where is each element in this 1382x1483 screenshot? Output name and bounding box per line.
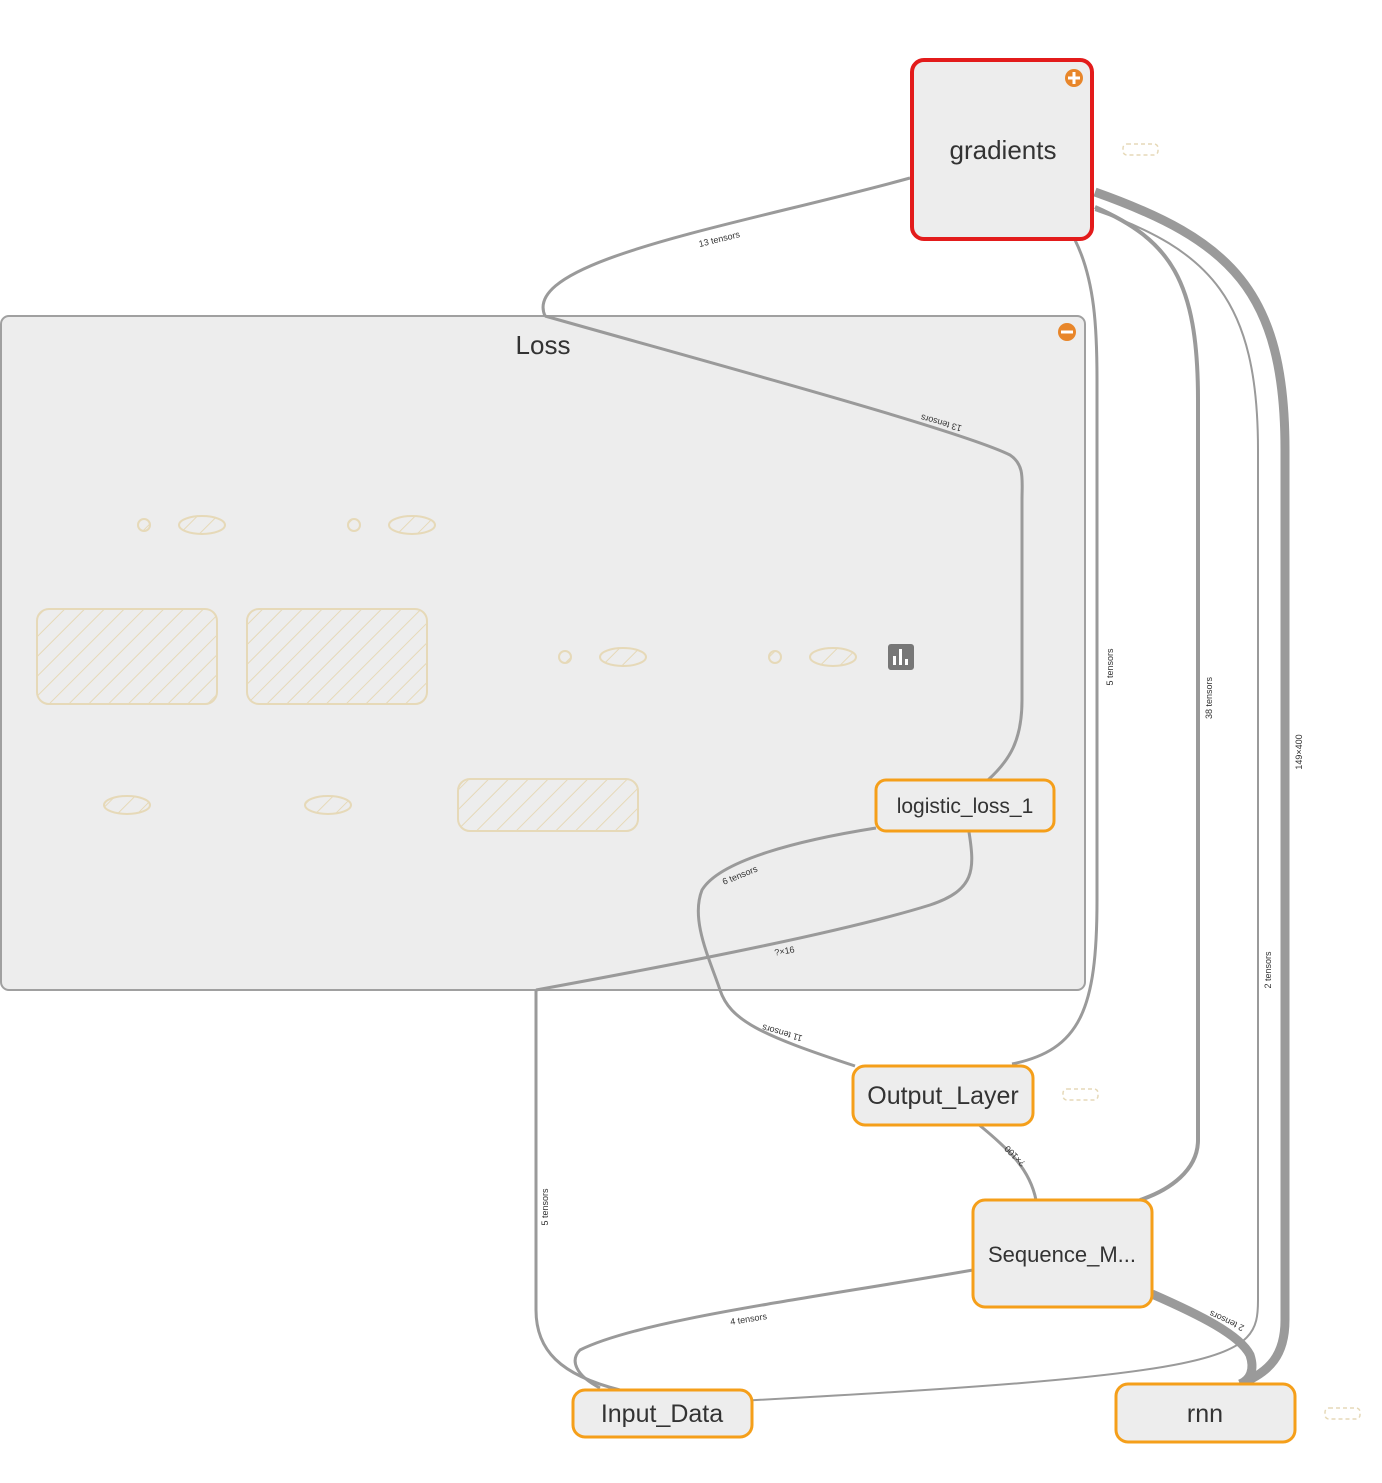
rnn-series-indicator — [1324, 1407, 1361, 1420]
gradients-series-indicator — [1122, 143, 1159, 156]
output-series-indicator — [1062, 1088, 1099, 1101]
edge-sequence-rnn — [1150, 1289, 1257, 1389]
sequence-model-label: Sequence_M... — [988, 1242, 1136, 1267]
edge-gradients-rnn-thick — [1093, 187, 1290, 1389]
op-node — [304, 795, 352, 815]
subgroup-node — [36, 608, 218, 705]
op-node — [103, 795, 151, 815]
edge-label: ?×16 — [774, 944, 796, 957]
const-node — [768, 650, 782, 664]
sequence-model-node[interactable]: Sequence_M... — [971, 1198, 1154, 1309]
loss-internal-nodes — [36, 515, 857, 832]
gradients-node[interactable]: gradients — [910, 58, 1094, 241]
subgroup-node — [246, 608, 428, 705]
edge-label: 149×400 — [1294, 734, 1304, 769]
plus-circle-icon[interactable] — [1065, 69, 1083, 87]
edges — [534, 176, 1290, 1404]
output-layer-node[interactable]: Output_Layer — [851, 1064, 1035, 1127]
loss-group-title: Loss — [516, 330, 571, 360]
output-layer-label: Output_Layer — [867, 1082, 1019, 1110]
const-node — [347, 518, 361, 532]
input-data-label: Input_Data — [601, 1400, 723, 1428]
const-node — [137, 518, 151, 532]
rnn-node[interactable]: rnn — [1114, 1382, 1297, 1444]
edge-sequence-input — [573, 1268, 974, 1390]
edge-loss-logistic — [544, 314, 1024, 782]
edge-label: 38 tensors — [1204, 676, 1214, 719]
op-node — [388, 515, 436, 535]
edge-gradients-rnn-thin — [699, 209, 1259, 1404]
loss-group[interactable]: Loss — [0, 315, 1086, 991]
edge-label: 5 tensors — [540, 1188, 550, 1226]
logistic-loss-label: logistic_loss_1 — [897, 795, 1034, 818]
const-node — [558, 650, 572, 664]
edge-gradients-loss — [541, 176, 911, 317]
edge-label: 5 tensors — [1105, 648, 1115, 686]
op-node — [809, 647, 857, 667]
op-node — [599, 647, 647, 667]
edge-logistic-output — [696, 826, 877, 1068]
edge-label: 2 tensors — [1263, 951, 1273, 989]
subgroup-node — [457, 778, 639, 832]
gradients-label: gradients — [950, 135, 1057, 165]
collapse-icon[interactable] — [1058, 323, 1076, 341]
edge-label: ?×100 — [1002, 1144, 1027, 1169]
edge-output-sequence — [977, 1122, 1038, 1201]
op-node — [178, 515, 226, 535]
edge-gradients-sequence — [1094, 205, 1200, 1202]
logistic-loss-node[interactable]: logistic_loss_1 — [874, 778, 1056, 833]
edge-logistic-input — [535, 831, 974, 992]
rnn-label: rnn — [1187, 1400, 1223, 1428]
edge-gradients-output — [1011, 239, 1099, 1066]
input-data-node[interactable]: Input_Data — [571, 1388, 754, 1439]
edge-loss-input — [534, 990, 621, 1392]
edge-label: 13 tensors — [698, 229, 742, 249]
edge-label: 4 tensors — [729, 1311, 768, 1327]
bar-chart-icon[interactable] — [888, 644, 914, 670]
